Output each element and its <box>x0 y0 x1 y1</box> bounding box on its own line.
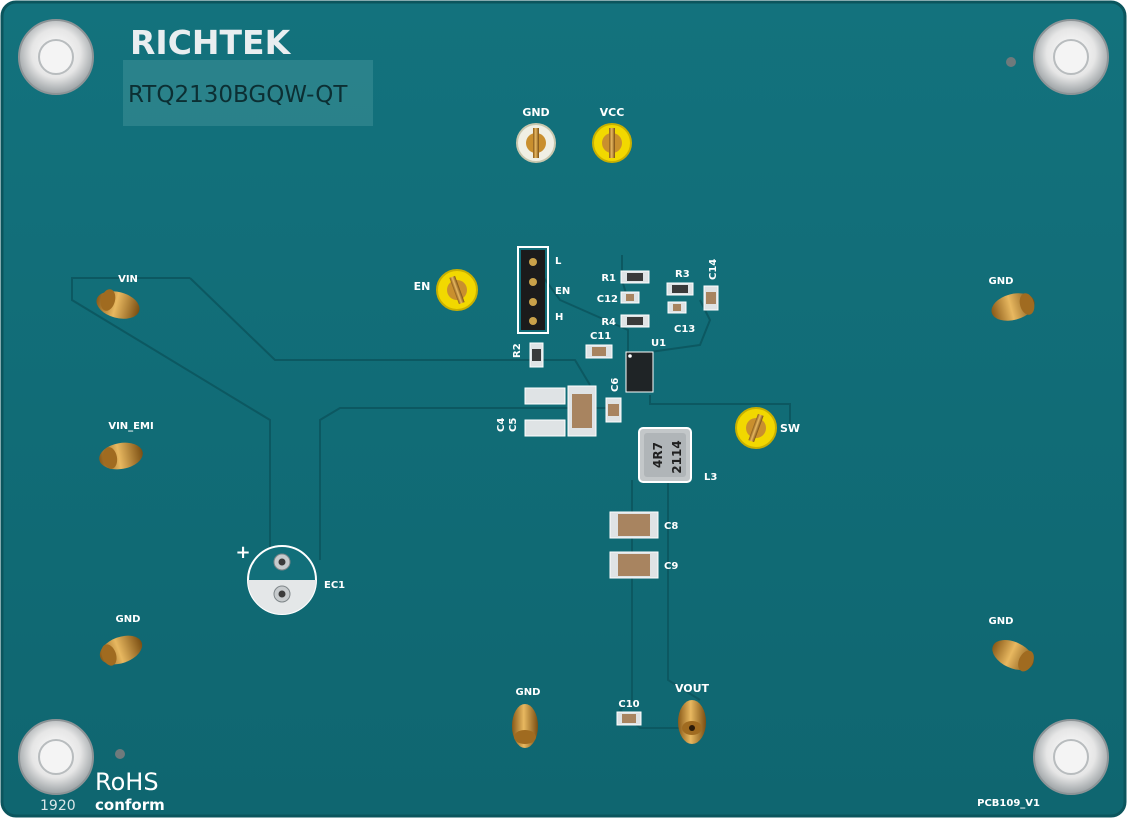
ic-u1: U1 <box>625 338 666 393</box>
r3-label: R3 <box>675 269 690 280</box>
inductor-marking-line1: 4R7 <box>651 442 665 468</box>
r4-label: R4 <box>601 317 616 328</box>
enable-jumper-header: L EN H <box>517 246 570 334</box>
u1-label: U1 <box>651 338 666 349</box>
terminal-gnd-bottom: GND <box>512 687 540 748</box>
test-point-gnd-top: GND <box>516 106 556 163</box>
terminal-vout-label: VOUT <box>675 682 710 695</box>
terminal-gnd-left-label: GND <box>116 614 141 625</box>
c14-label: C14 <box>708 259 719 280</box>
date-code: 1920 <box>40 798 76 814</box>
r2-label: R2 <box>512 343 523 358</box>
terminal-vin-emi: VIN_EMI <box>99 421 154 470</box>
rohs-mark: RoHS <box>95 768 159 796</box>
c12-label: C12 <box>597 294 618 305</box>
test-point-gnd-top-label: GND <box>522 106 549 119</box>
c4-label: C4 <box>496 418 507 432</box>
terminal-vout: VOUT <box>675 682 710 744</box>
part-number-label-background <box>123 60 373 126</box>
terminal-vin: VIN <box>96 274 140 319</box>
terminal-gnd-right-top: GND <box>989 276 1035 321</box>
capacitor-ec1: + EC1 <box>235 542 345 615</box>
terminal-vin-label: VIN <box>118 274 138 285</box>
ec1-polarity-mark: + <box>235 542 250 563</box>
pcb-id: PCB109_V1 <box>977 798 1040 809</box>
part-number-label: RTQ2130BGQW-QT <box>128 82 348 108</box>
c9-label: C9 <box>664 561 678 572</box>
test-point-vcc-label: VCC <box>600 106 625 119</box>
inductor-marking-line2: 2114 <box>670 440 684 473</box>
c6-label: C6 <box>610 378 621 392</box>
jumper-label-en: EN <box>555 286 570 297</box>
r1-label: R1 <box>601 273 616 284</box>
test-point-sw-label: SW <box>780 422 800 435</box>
c11-label: C11 <box>590 331 611 342</box>
c13-label: C13 <box>674 324 695 335</box>
terminal-gnd-left: GND <box>99 614 143 666</box>
smd-components: R1 C12 R4 R3 C13 C14 C11 R2 C6 C4 C5 <box>496 259 719 437</box>
terminal-vin-emi-label: VIN_EMI <box>108 421 153 432</box>
test-point-en-label: EN <box>414 280 431 293</box>
terminal-gnd-right-bottom-label: GND <box>989 616 1014 627</box>
jumper-label-h: H <box>555 312 563 323</box>
c5-label: C5 <box>508 418 519 432</box>
test-point-vcc: VCC <box>592 106 632 163</box>
terminal-gnd-bottom-label: GND <box>516 687 541 698</box>
test-point-en: EN <box>414 269 478 311</box>
brand-logo: RICHTEK <box>130 23 292 62</box>
ec1-label: EC1 <box>324 580 345 591</box>
terminal-gnd-right-top-label: GND <box>989 276 1014 287</box>
copper-traces <box>71 255 791 729</box>
inductor-l3: 4R7 2114 L3 <box>638 427 717 483</box>
c8-label: C8 <box>664 521 678 532</box>
test-point-sw: SW <box>735 407 800 449</box>
output-capacitors: C8 C9 C10 <box>609 511 678 726</box>
c10-label: C10 <box>618 699 639 710</box>
l3-label: L3 <box>704 472 717 483</box>
terminal-gnd-right-bottom: GND <box>989 616 1034 672</box>
rohs-conform-text: conform <box>95 796 165 814</box>
jumper-label-l: L <box>555 256 562 267</box>
mounting-holes <box>18 19 1109 795</box>
